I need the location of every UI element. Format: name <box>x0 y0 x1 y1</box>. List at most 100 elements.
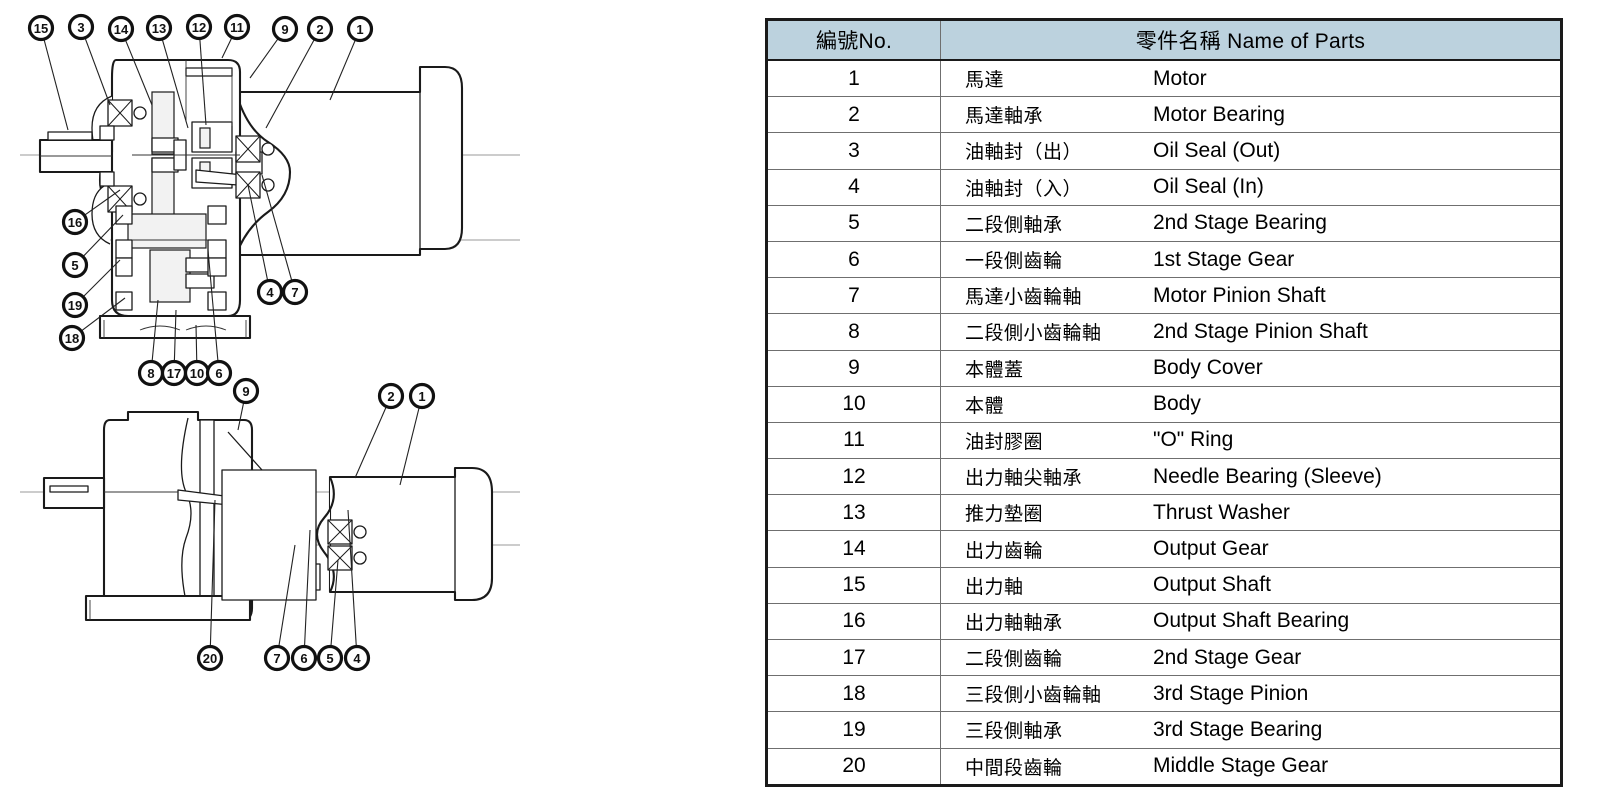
part-name-en: Body <box>1153 392 1201 416</box>
part-name-en: Motor Pinion Shaft <box>1153 283 1326 307</box>
callout-balloon-7 <box>263 644 291 672</box>
callout-number-10: 10 <box>190 366 204 381</box>
callout-leader-7 <box>278 544 296 647</box>
part-number-cell: 2 <box>766 96 941 134</box>
part-name-zh: 油軸封（出） <box>965 142 1083 164</box>
part-number-cell: 20 <box>766 747 941 786</box>
bv-output-shaft-key <box>49 485 89 493</box>
callout-leader-5 <box>82 214 124 258</box>
callout-number-18: 18 <box>65 331 79 346</box>
callout-leader-5 <box>330 559 339 647</box>
callout-number-7: 7 <box>291 285 298 300</box>
callout-balloon-1 <box>346 15 374 43</box>
callout-balloon-9 <box>271 15 299 43</box>
callout-number-6: 6 <box>300 651 307 666</box>
callout-leader-16 <box>84 189 121 216</box>
callout-number-5: 5 <box>71 258 78 273</box>
parts-table-head: 編號No. 零件名稱 Name of Parts <box>766 19 1562 61</box>
callout-balloon-14 <box>107 15 135 43</box>
part-number-cell: 11 <box>766 421 941 460</box>
callout-number-19: 19 <box>68 298 82 313</box>
callout-balloon-9 <box>232 377 260 405</box>
thrust-washer-upper <box>199 127 211 149</box>
part-name-zh: 中間段齒輪 <box>965 757 1063 779</box>
callout-balloon-5 <box>316 644 344 672</box>
header-label-name: 零件名稱 Name of Parts <box>1135 30 1366 53</box>
bv-motor-bearing <box>327 519 367 571</box>
callout-leader-15 <box>43 38 69 131</box>
part-number-cell: 14 <box>766 530 941 568</box>
callout-number-8: 8 <box>147 366 154 381</box>
header-cell-name: 零件名稱 Name of Parts <box>940 19 1562 61</box>
part-name-zh: 本體 <box>965 395 1005 417</box>
part-name-zh: 出力軸軸承 <box>965 612 1063 634</box>
callout-balloon-20 <box>196 644 224 672</box>
callout-balloon-11 <box>223 13 251 41</box>
oil-seal-in <box>99 171 115 187</box>
part-name-zh: 二段側小齒輪軸 <box>965 323 1102 345</box>
part-name-zh: 二段側軸承 <box>965 214 1063 236</box>
callout-leader-3 <box>84 37 111 106</box>
part-name-wrap: 油軸封（出） Oil Seal (Out) <box>941 133 1560 168</box>
callout-balloon-13 <box>145 14 173 42</box>
part-name-en: 3rd Stage Bearing <box>1153 717 1323 741</box>
part-name-zh: 出力軸尖軸承 <box>965 468 1083 490</box>
part-name-wrap: 出力軸尖軸承 Needle Bearing (Sleeve) <box>941 459 1560 494</box>
bv-gearbox-foot <box>84 594 252 622</box>
callout-balloon-6 <box>205 359 233 387</box>
part-name-wrap: 油軸封（入）Oil Seal (In) <box>941 170 1560 205</box>
part-name-en: Output Shaft <box>1153 573 1271 597</box>
bv-inner-chamber <box>221 469 317 601</box>
callout-number-9: 9 <box>242 384 249 399</box>
part-number-cell: 13 <box>766 494 941 532</box>
part-name-en: 3rd Stage Pinion <box>1153 681 1309 705</box>
output-shaft-key <box>47 131 93 141</box>
callout-leader-18 <box>80 297 126 332</box>
callout-number-1: 1 <box>356 22 363 37</box>
callout-number-14: 14 <box>114 22 129 37</box>
header-cell-no: 編號No. <box>766 19 941 61</box>
callout-balloon-16 <box>61 208 89 236</box>
part-number-cell: 16 <box>766 602 941 641</box>
part-name-en: Needle Bearing (Sleeve) <box>1153 464 1382 488</box>
part-number-cell: 3 <box>766 132 941 170</box>
callout-balloon-3 <box>67 13 95 41</box>
part-name-en: Oil Seal (Out) <box>1153 138 1281 162</box>
callout-number-15: 15 <box>34 21 48 36</box>
third-stage-pinion-body <box>149 249 191 303</box>
part-name-wrap: 本體 Body <box>941 387 1560 422</box>
part-number-cell: 17 <box>766 638 941 677</box>
callout-leader-7 <box>261 174 293 282</box>
part-name-zh: 二段側齒輪 <box>965 649 1063 671</box>
part-number-cell: 1 <box>766 59 941 98</box>
bv-output-shaft <box>42 476 106 510</box>
bv-motor-body <box>328 466 494 602</box>
part-name-cell: 本體 Body <box>940 385 1562 423</box>
callout-number-11: 11 <box>230 20 244 35</box>
callout-number-1: 1 <box>418 389 425 404</box>
callout-leader-9 <box>249 38 279 79</box>
callout-balloon-2 <box>306 15 334 43</box>
bv-motor-flange <box>315 476 335 593</box>
